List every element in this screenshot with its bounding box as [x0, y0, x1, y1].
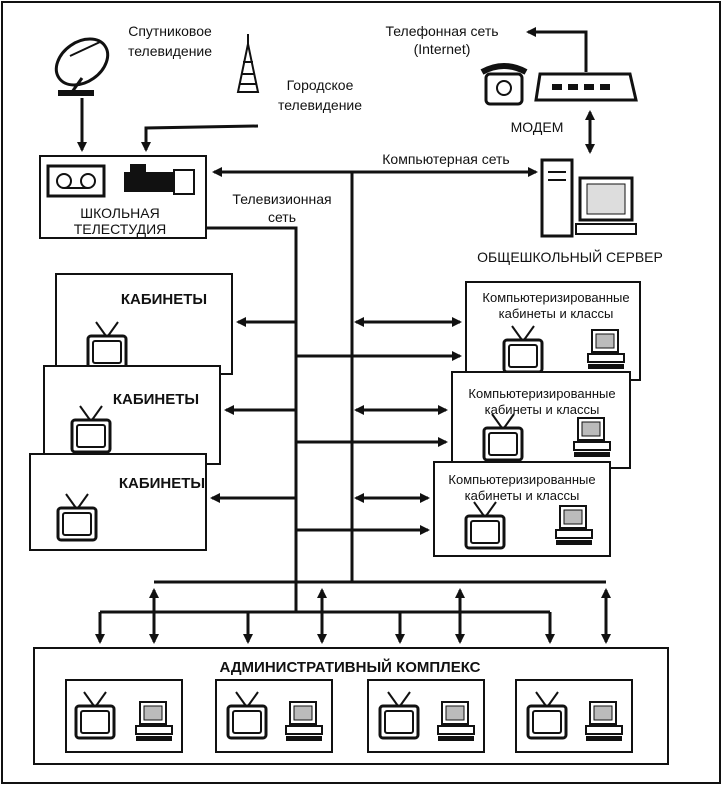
modem-label: МОДЕМ	[511, 119, 564, 135]
tv-net-label-2: сеть	[268, 209, 296, 225]
vcr-icon	[46, 164, 106, 198]
cabinet-box-3	[29, 453, 207, 551]
cabinet-label-3: КАБИНЕТЫ	[119, 475, 205, 492]
cabinet-label-1: КАБИНЕТЫ	[121, 291, 207, 308]
satellite-tv-label-1: Спутниковое	[128, 23, 212, 39]
computer-net-label: Компьютерная сеть	[382, 151, 509, 167]
computer-class-label-1a: Компьютеризированные	[482, 290, 629, 305]
city-tv-label-1: Городское	[287, 77, 354, 93]
computer-class-label-3b: кабинеты и классы	[465, 488, 580, 503]
cabinet-box-1	[55, 273, 233, 375]
computer-class-label-2b: кабинеты и классы	[485, 402, 600, 417]
cabinet-label-2: КАБИНЕТЫ	[113, 391, 199, 408]
video-camera-icon	[124, 164, 195, 195]
telephone-icon	[480, 63, 528, 106]
computer-class-label-2a: Компьютеризированные	[468, 386, 615, 401]
computer-class-label-3a: Компьютеризированные	[448, 472, 595, 487]
cabinet-box-2	[43, 365, 221, 465]
satellite-dish-icon	[54, 37, 110, 96]
tv-tower-icon	[236, 34, 260, 93]
modem-icon	[534, 72, 638, 102]
studio-label-1: ШКОЛЬНАЯ	[80, 205, 160, 221]
satellite-tv-label-2: телевидение	[128, 43, 212, 59]
computer-class-label-1b: кабинеты и классы	[499, 306, 614, 321]
phone-net-label-2: (Internet)	[414, 41, 471, 57]
admin-label: АДМИНИСТРАТИВНЫЙ КОМПЛЕКС	[219, 658, 480, 676]
tv-net-label-1: Телевизионная	[232, 191, 331, 207]
server-computer-icon	[540, 158, 637, 238]
studio-label-2: ТЕЛЕСТУДИЯ	[74, 221, 167, 237]
city-tv-label-2: телевидение	[278, 97, 362, 113]
phone-net-label-1: Телефонная сеть	[385, 23, 498, 39]
server-label: ОБЩЕШКОЛЬНЫЙ СЕРВЕР	[477, 248, 663, 265]
